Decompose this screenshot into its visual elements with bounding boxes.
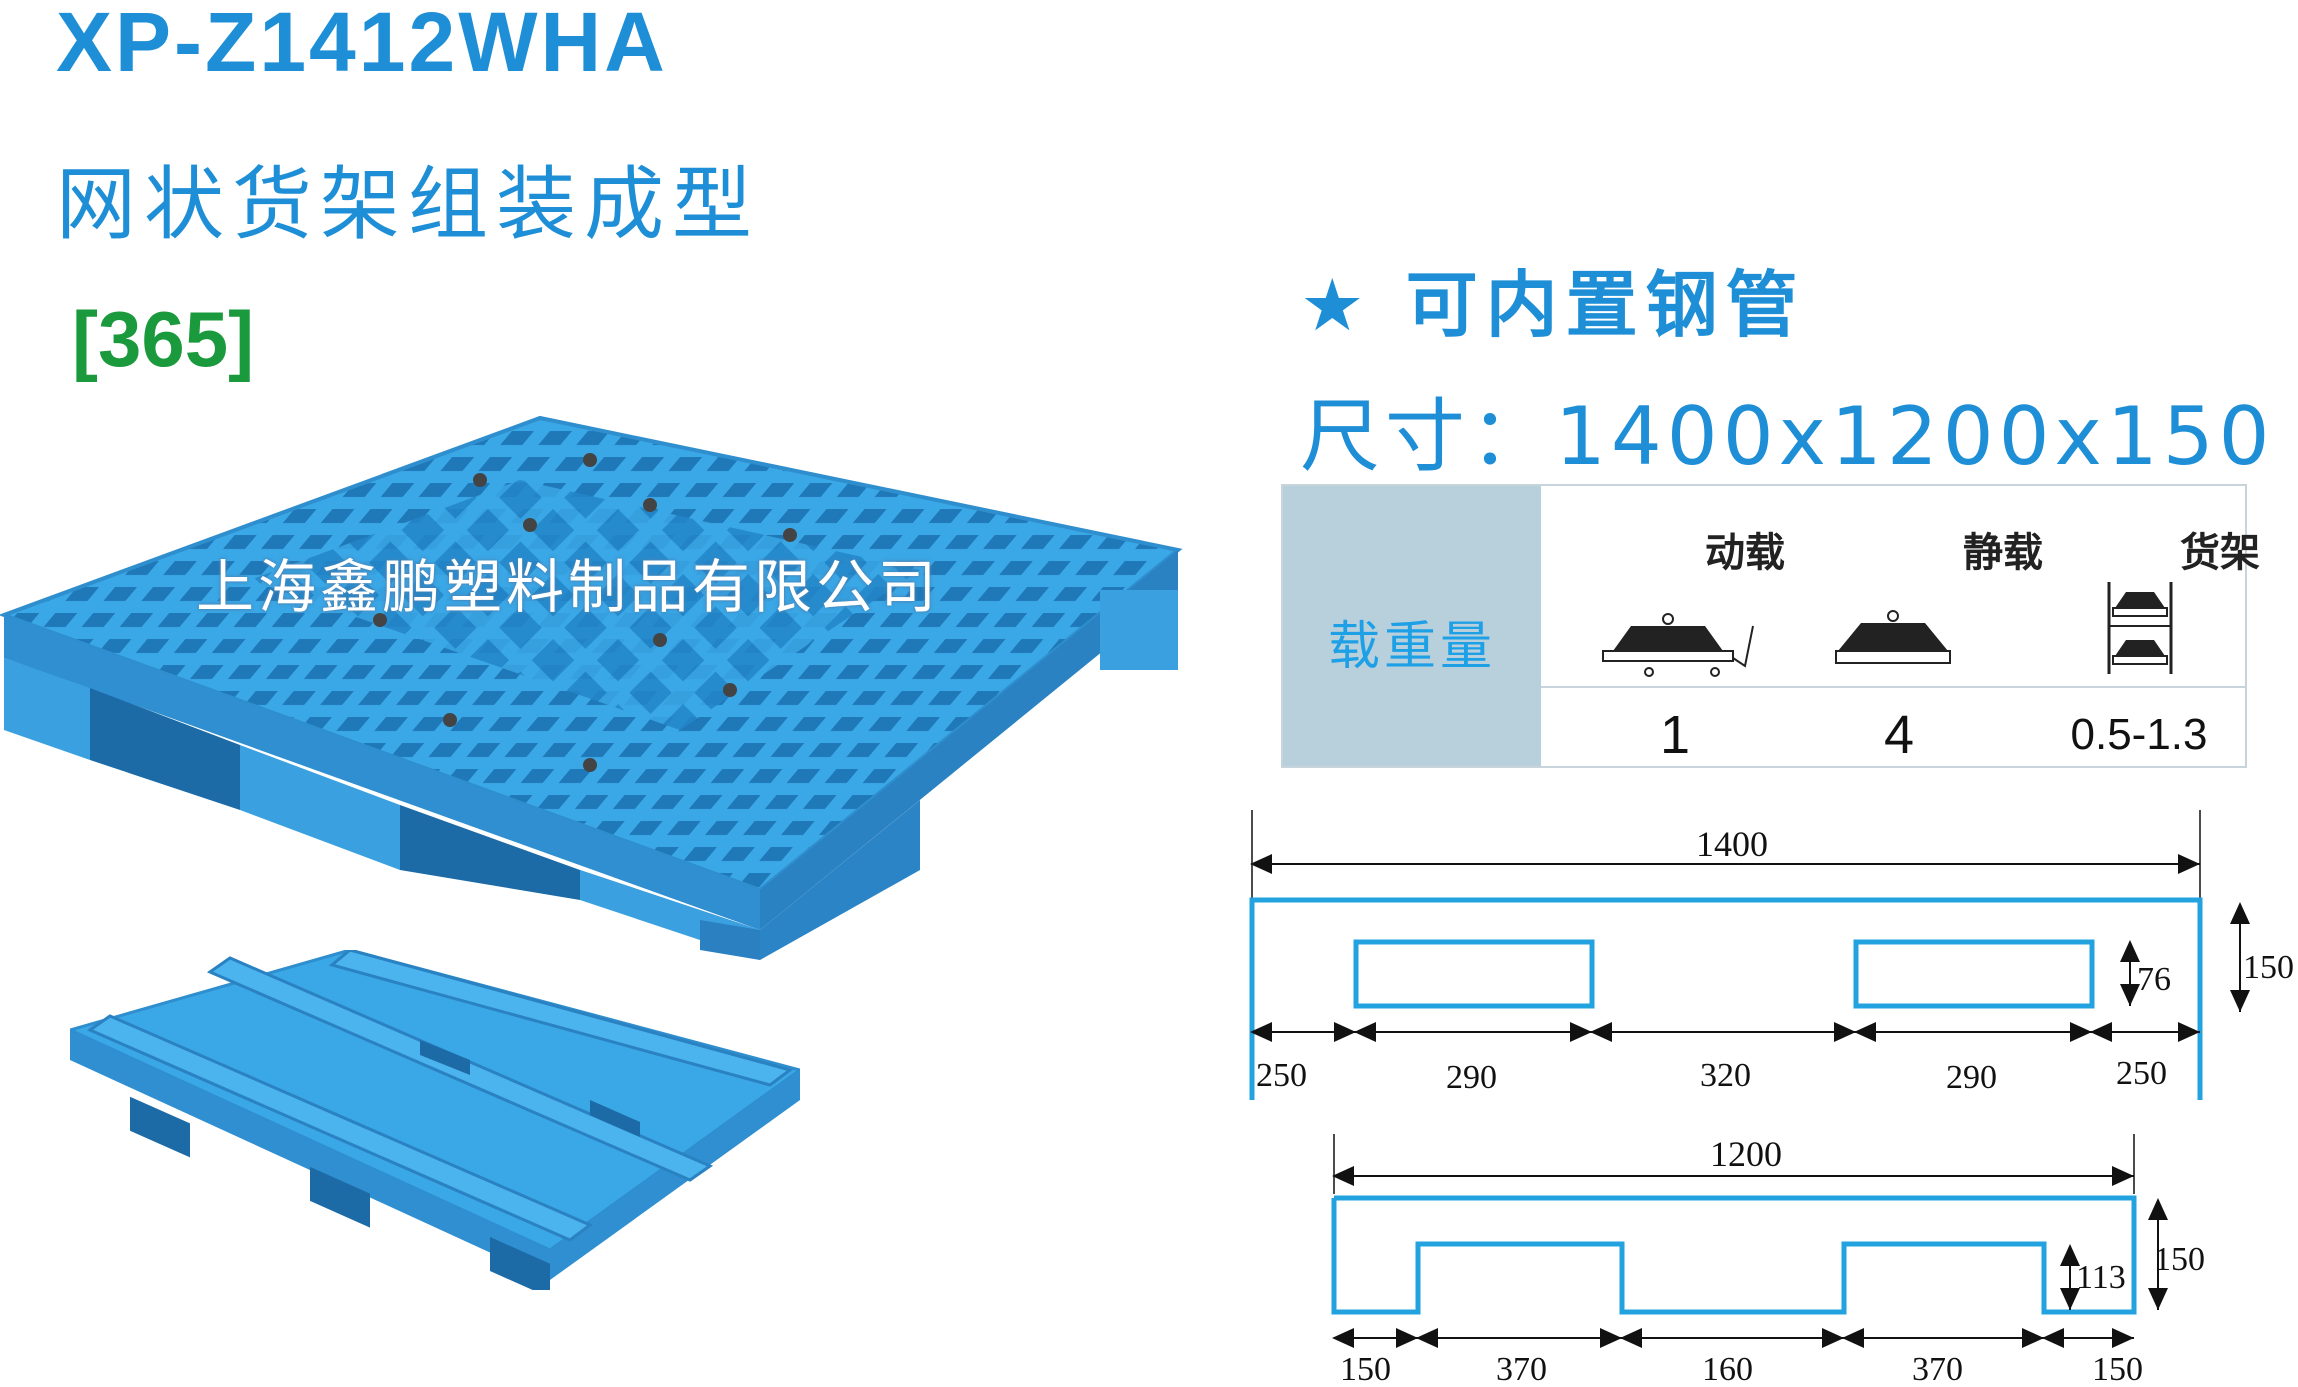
rack-load-icon (2107, 582, 2173, 674)
static-load-icon (1835, 610, 1951, 664)
dim-width-height: 150 (2154, 1241, 2205, 1278)
pallet-image-bottom (70, 950, 800, 1290)
dim-width-opening: 113 (2076, 1259, 2126, 1296)
dim-seg-4: 290 (1946, 1059, 1997, 1096)
load-label-cell: 载重量 (1283, 486, 1541, 766)
dim-opening-height: 76 (2137, 961, 2171, 998)
table-row-divider (1541, 686, 2247, 688)
pallet-image-main (0, 415, 1183, 960)
load-label: 载重量 (1327, 617, 1496, 677)
feature-line: ★ 可内置钢管 (1300, 246, 1806, 351)
dim-length-overall: 1400 (1696, 824, 1768, 864)
load-capacity-table: 载重量 动载 静载 货架 1 4 (1281, 484, 2260, 768)
feature-text: 可内置钢管 (1405, 263, 1806, 347)
dim-seg-2: 290 (1446, 1059, 1497, 1096)
company-watermark: 上海鑫鹏塑料制品有限公司 (196, 553, 941, 621)
drawing-length: 1400 150 76 250 290 320 290 250 (1249, 810, 2294, 1100)
model-number: XP-Z1412WHA (56, 0, 668, 89)
dim-width-overall: 1200 (1710, 1134, 1782, 1174)
dynamic-load-icon (1602, 613, 1754, 677)
dim-wseg-1: 150 (1340, 1351, 1391, 1387)
value-rack: 0.5-1.3 (2070, 710, 2208, 759)
dim-wseg-5: 150 (2092, 1351, 2143, 1387)
dim-wseg-2: 370 (1496, 1351, 1547, 1387)
size-text: 尺寸：1400x1200x150 (1300, 390, 2275, 483)
value-dynamic: 1 (1659, 705, 1691, 765)
product-subtitle: 网状货架组装成型 (56, 158, 760, 251)
dim-seg-5: 250 (2116, 1055, 2167, 1092)
product-code: [365] (72, 295, 255, 383)
dim-seg-1: 250 (1256, 1057, 1307, 1094)
value-static: 4 (1883, 705, 1915, 765)
col-head-static: 静载 (1963, 530, 2043, 576)
col-head-rack: 货架 (2180, 530, 2260, 576)
dim-length-height: 150 (2243, 949, 2294, 986)
dim-wseg-4: 370 (1912, 1351, 1963, 1387)
drawing-width: 1200 150 113 150 370 160 370 150 (1331, 1134, 2205, 1387)
star-icon: ★ (1300, 263, 1373, 347)
col-head-dynamic: 动载 (1705, 530, 1785, 576)
dim-wseg-3: 160 (1702, 1351, 1753, 1387)
dim-seg-3: 320 (1700, 1057, 1751, 1094)
